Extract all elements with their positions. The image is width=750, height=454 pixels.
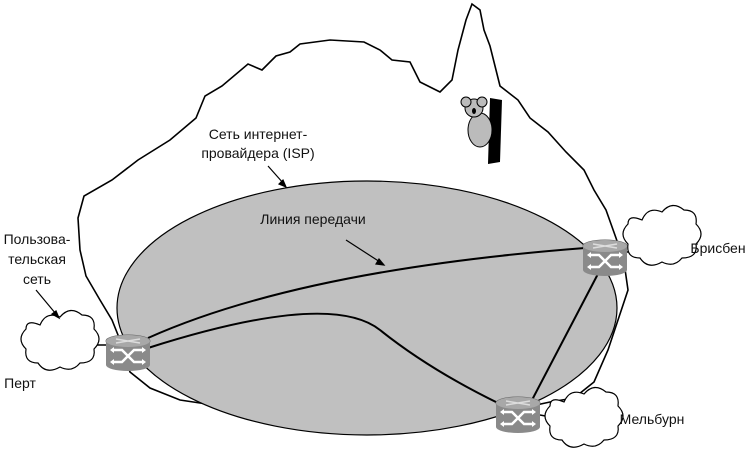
koala-icon [460,96,502,164]
cloud-melbourne [544,386,624,448]
cloud-brisbane [622,204,702,266]
arrow-user-network [35,289,57,315]
router-perth [104,333,152,373]
label-isp-line2: провайдера (ISP) [201,145,314,161]
isp-network-area [116,180,618,436]
label-user-network-line3: сеть [23,271,51,287]
arrow-link [345,239,381,263]
router-brisbane [581,238,629,278]
label-perth: Перт [4,375,36,391]
label-user-network-line1: Пользова- [4,231,71,247]
label-brisbane: Брисбен [690,240,745,256]
label-melbourne: Мельбурн [620,411,685,427]
label-link: Линия передачи [260,211,365,227]
link-perth-melbourne [147,312,501,405]
cloud-user-network [20,309,100,371]
link-brisbane-melbourne [531,269,601,401]
link-perth-brisbane [147,247,586,339]
label-user-network-line2: тельская [8,251,66,267]
router-melbourne [494,395,542,435]
label-isp-line1: Сеть интернет- [209,126,308,142]
